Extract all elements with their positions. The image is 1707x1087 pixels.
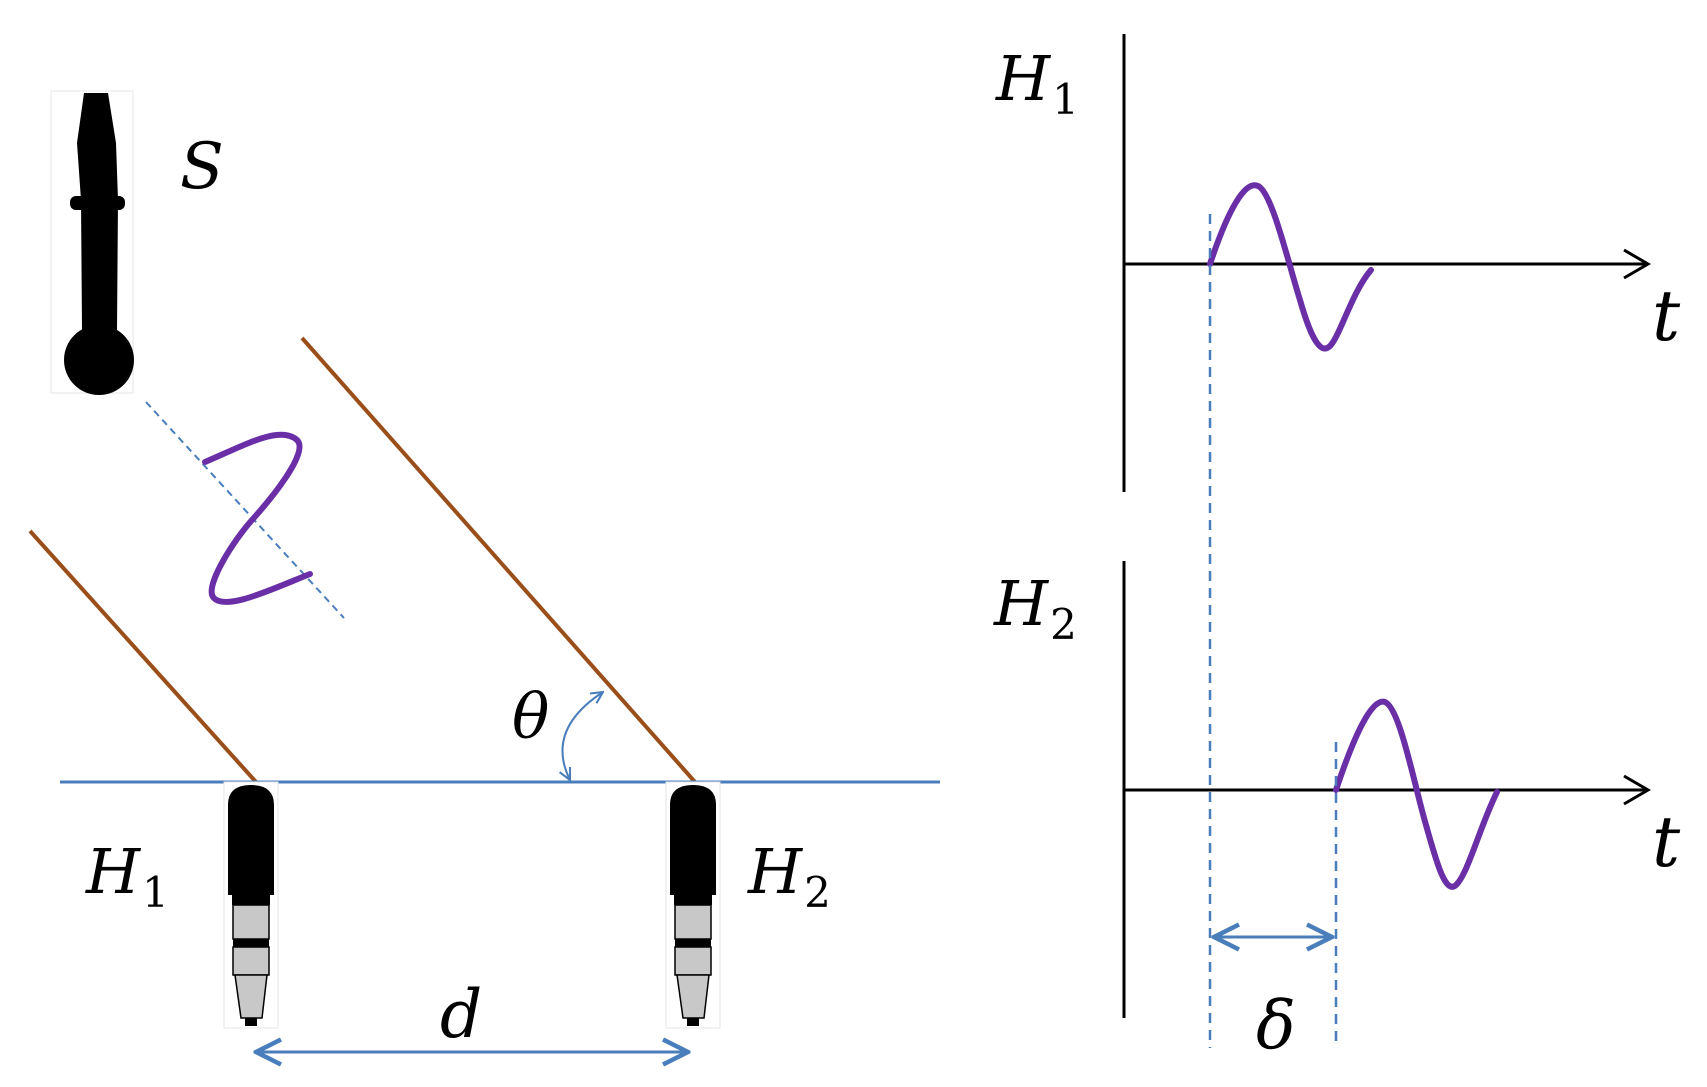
plot-2-label: H2 xyxy=(993,567,1077,649)
delay-label: δ xyxy=(1256,987,1296,1064)
hydrophone-1-label: H1 xyxy=(85,835,169,917)
plot-1-label: H1 xyxy=(995,42,1079,124)
propagation-direction-line xyxy=(145,401,345,619)
signal-1-waveform xyxy=(1207,182,1374,352)
hydrophone-2-icon xyxy=(665,781,721,1029)
plot-2-time-label: t xyxy=(1652,801,1681,883)
hydrophone-2-label: H2 xyxy=(747,835,831,917)
propagating-wave-pulse xyxy=(202,431,313,605)
source-speaker-icon xyxy=(50,90,134,395)
source-label: S xyxy=(180,130,224,204)
hydrophone-1-icon xyxy=(223,781,279,1029)
wavefront-right xyxy=(300,336,697,784)
angle-label: θ xyxy=(512,680,549,753)
plot-2-time-arrowhead xyxy=(1623,774,1651,806)
plot-1-time-label: t xyxy=(1652,275,1681,357)
plot-1-time-arrowhead xyxy=(1623,248,1651,280)
angle-arc xyxy=(562,692,603,780)
wavefront-left xyxy=(28,529,258,784)
spacing-label: d xyxy=(440,976,482,1053)
signal-2-waveform xyxy=(1333,698,1500,890)
